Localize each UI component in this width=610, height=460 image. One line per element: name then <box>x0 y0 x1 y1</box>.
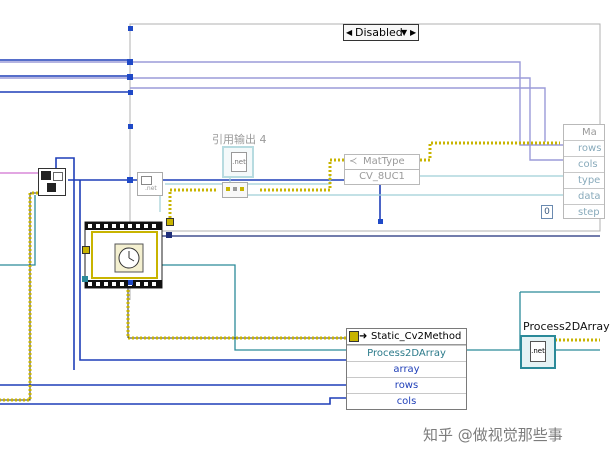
property-node-icon[interactable] <box>222 182 248 198</box>
process2darray-icon[interactable]: .net <box>520 335 556 369</box>
case-selector[interactable]: ◀ Disabled ▼ ▶ <box>343 24 419 41</box>
mattype-value[interactable]: CV_8UC1 <box>344 169 420 185</box>
numeric-constant[interactable]: 0 <box>541 205 553 219</box>
chevron-down-icon[interactable]: ▼ <box>401 28 408 37</box>
cluster-wires <box>0 141 560 402</box>
tunnel-terminal <box>127 177 133 183</box>
tunnel-terminal <box>166 218 174 226</box>
terminal-step[interactable]: step <box>564 204 604 220</box>
purple-wires <box>0 61 565 161</box>
enum-icon: ≺ <box>349 156 358 167</box>
lock-icon <box>47 183 56 192</box>
param-rows[interactable]: rows <box>347 377 466 393</box>
mat-node-title: Ma <box>582 127 597 138</box>
reference-output-label: 引用输出 4 <box>212 133 267 146</box>
tunnel-terminal <box>128 26 133 31</box>
tunnel-terminal <box>127 59 133 65</box>
reference-icon <box>41 171 51 180</box>
watermark-text: 知乎 @做视觉那些事 <box>423 426 563 444</box>
static-cv2method-node[interactable]: ➜ Static_Cv2Method Process2DArray array … <box>346 328 467 410</box>
unbundle-node[interactable] <box>38 168 66 196</box>
tunnel-terminal <box>166 232 172 238</box>
timer-icon[interactable] <box>114 243 144 273</box>
terminal-data[interactable]: data <box>564 188 604 204</box>
terminal-type[interactable]: type <box>564 172 604 188</box>
terminal-cols[interactable]: cols <box>564 156 604 172</box>
reference-icon <box>53 172 63 181</box>
process2darray-label: Process2DArray <box>523 320 610 333</box>
tunnel-terminal <box>82 246 90 254</box>
blue-wires <box>0 59 381 405</box>
constructor-node[interactable]: .net <box>137 172 163 196</box>
tunnel-terminal <box>82 276 88 282</box>
tunnel-terminal <box>128 124 133 129</box>
invoke-title: Static_Cv2Method <box>371 331 462 342</box>
tunnel-terminal <box>378 219 383 224</box>
param-cols[interactable]: cols <box>347 393 466 409</box>
document-icon <box>141 176 152 185</box>
terminal-rows[interactable]: rows <box>564 140 604 156</box>
invoke-arrow-icon: ➜ <box>359 331 368 342</box>
tunnel-terminal <box>128 280 133 285</box>
mattype-node-header[interactable]: ≺ MatType <box>344 154 420 170</box>
mattype-label: MatType <box>363 156 405 167</box>
invoke-node-header: ➜ Static_Cv2Method <box>347 329 466 345</box>
param-array[interactable]: array <box>347 361 466 377</box>
net-reference-icon[interactable]: .net <box>222 146 254 178</box>
invoke-icon <box>349 331 359 342</box>
tunnel-terminal <box>128 90 133 95</box>
increment-arrow-icon[interactable]: ▶ <box>410 28 417 37</box>
tunnel-terminal <box>127 74 133 80</box>
method-name[interactable]: Process2DArray <box>347 345 466 361</box>
case-selector-value: Disabled <box>355 26 403 39</box>
decrement-arrow-icon[interactable]: ◀ <box>346 28 353 37</box>
mat-property-node[interactable]: Ma rows cols type data step <box>563 124 605 219</box>
